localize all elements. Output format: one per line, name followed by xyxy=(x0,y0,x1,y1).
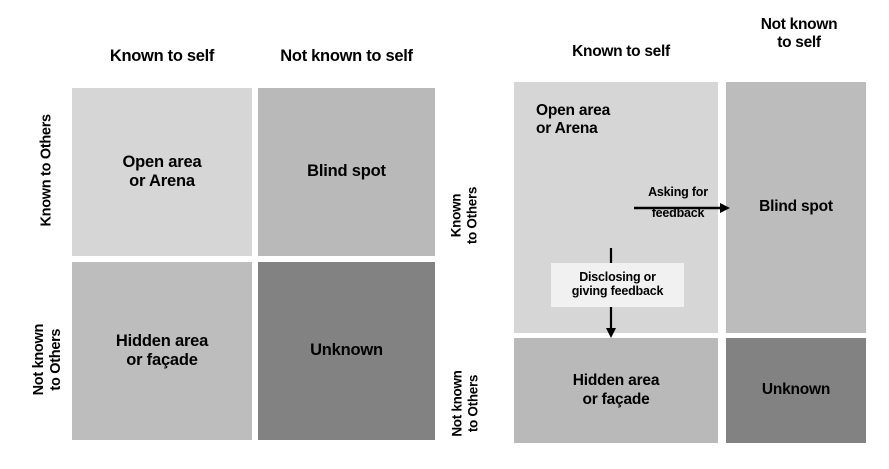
right-row-header-known-to-others: Known to Others xyxy=(448,186,479,245)
asking-for-feedback-label-line1: Asking for xyxy=(648,185,708,199)
disclosing-giving-feedback-label-line2: giving feedback xyxy=(571,284,664,299)
johari-window-basic-diagram: Known to self Not known to self Known to… xyxy=(31,47,435,440)
asking-for-feedback-label: Asking for feedback xyxy=(632,185,724,221)
left-quadrant-open-area: Open area or Arena xyxy=(72,88,252,256)
left-column-header-known-to-self: Known to self xyxy=(109,47,215,65)
disclosing-giving-feedback-label-line1: Disclosing or xyxy=(579,270,656,284)
left-quadrant-unknown: Unknown xyxy=(258,262,435,440)
right-row-header-not-known-to-others: Not known to Others xyxy=(449,370,480,437)
right-quadrant-hidden-area: Hidden area or façade xyxy=(514,338,718,443)
right-quadrant-blind-spot: Blind spot xyxy=(726,82,866,333)
right-quadrant-unknown: Unknown xyxy=(726,338,866,443)
right-column-header-known-to-self: Known to self xyxy=(572,43,670,60)
right-column-header-not-known-to-self: Not known to self xyxy=(760,16,838,51)
left-column-header-not-known-to-self: Not known to self xyxy=(280,47,413,65)
disclosing-giving-feedback-label: Disclosing or giving feedback xyxy=(551,263,684,307)
asking-for-feedback-arrow-icon xyxy=(634,203,730,213)
left-quadrant-hidden-area: Hidden area or façade xyxy=(72,262,252,440)
left-quadrant-blind-spot: Blind spot xyxy=(258,88,435,256)
johari-window-feedback-diagram: Known to self Not known to self Known to… xyxy=(448,16,866,443)
asking-for-feedback-label-line2: feedback xyxy=(651,206,705,221)
